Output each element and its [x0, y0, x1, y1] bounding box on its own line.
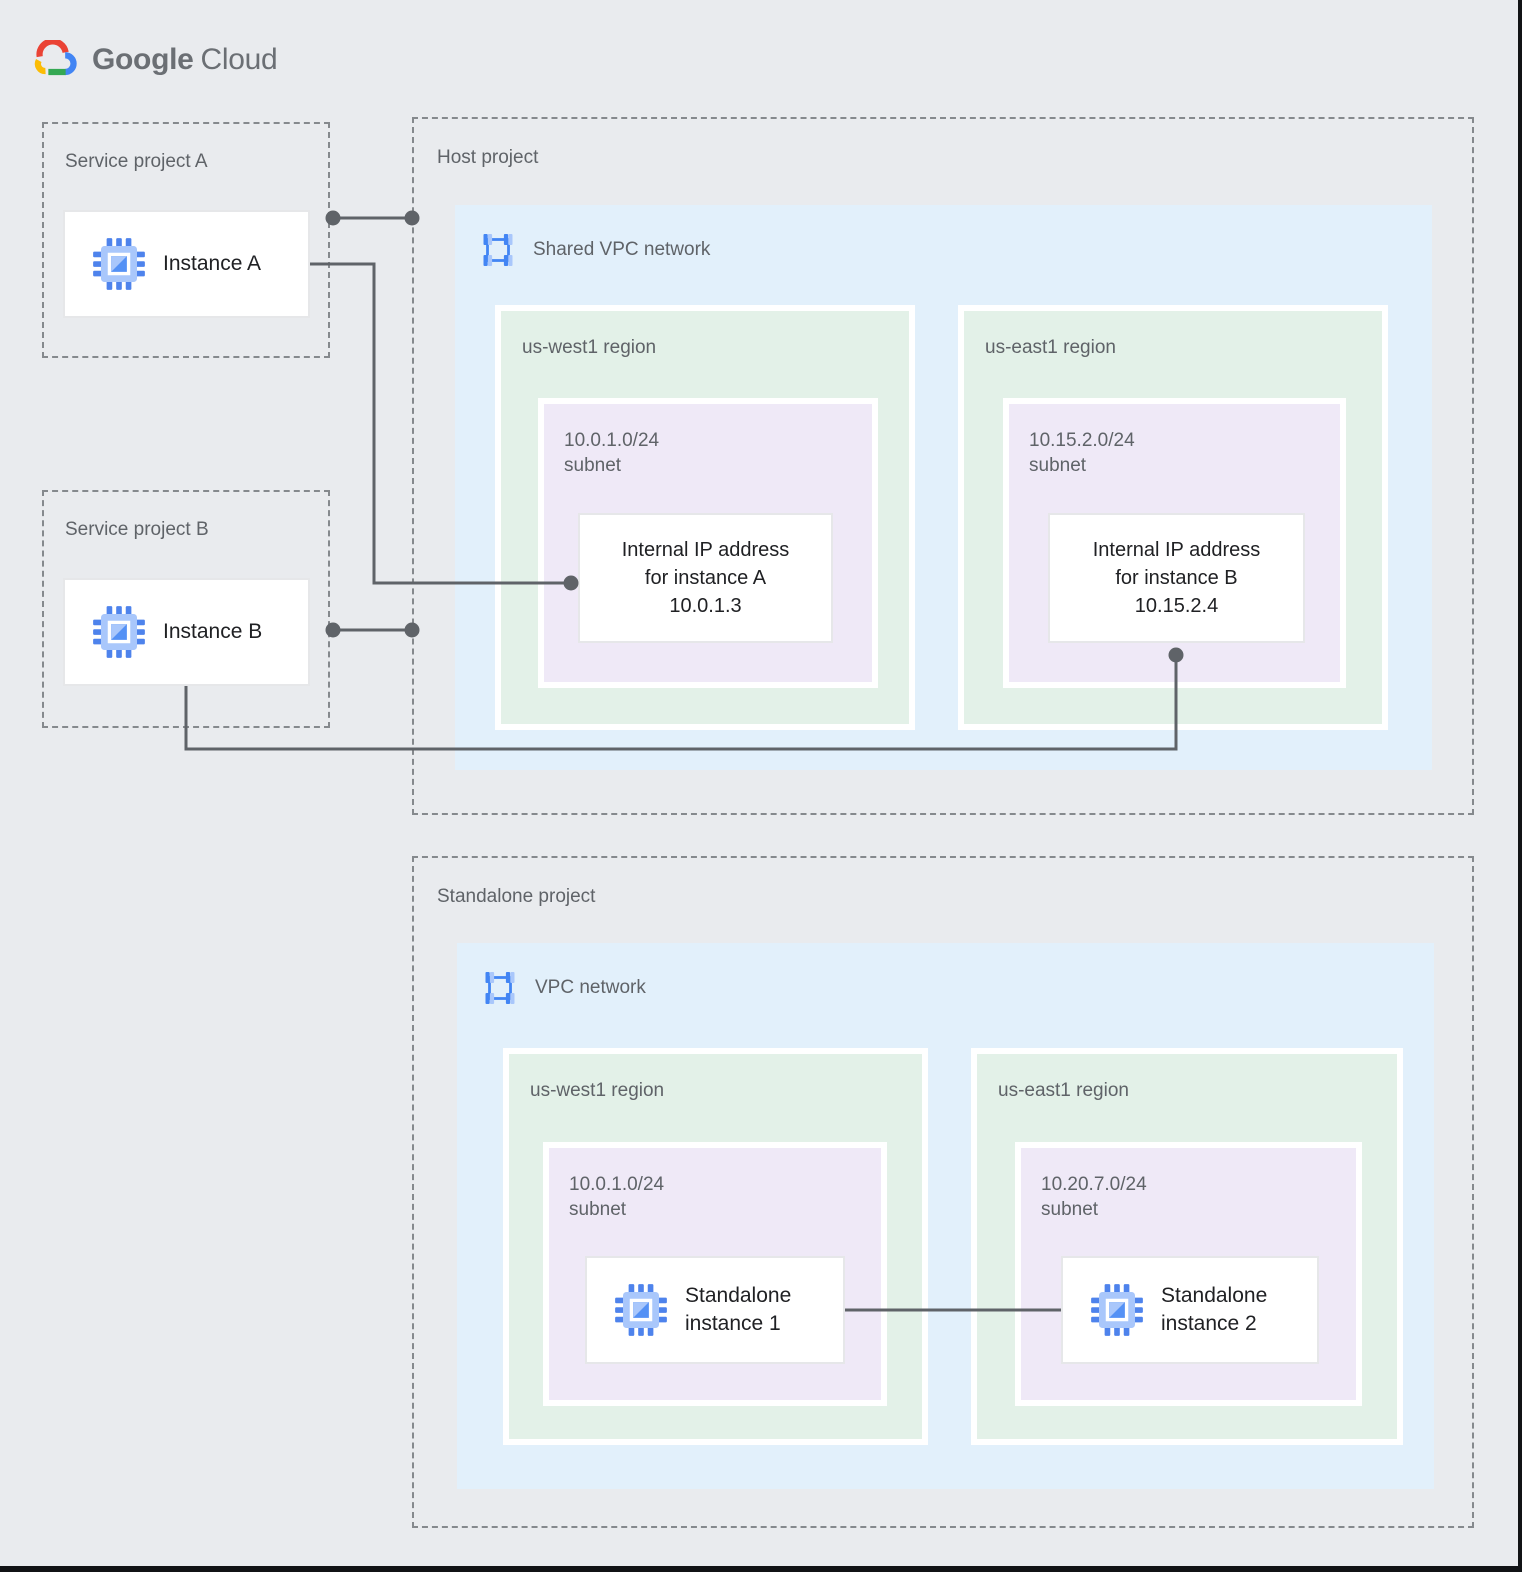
ip-b-line2: for instance B [1115, 567, 1238, 589]
standalone-instance-2-line2: instance 2 [1161, 1312, 1257, 1335]
standalone-instance-2-line1: Standalone [1161, 1284, 1268, 1307]
standalone-east-subnet-word: subnet [1041, 1199, 1099, 1220]
standalone-west-subnet-cidr: 10.0.1.0/24 [569, 1174, 665, 1195]
ip-b-line1: Internal IP address [1092, 539, 1261, 561]
logo-word-google: Google [92, 43, 194, 76]
vpc-network-icon [482, 970, 518, 1006]
standalone-project-box: Standalone project [412, 856, 1474, 1528]
host-east-subnet-cidr: 10.15.2.0/24 [1029, 430, 1135, 451]
host-project-title: Host project [437, 147, 539, 168]
instance-a-label: Instance A [163, 252, 262, 275]
ip-a-line2: for instance A [644, 567, 767, 589]
standalone-instance-1-line2: instance 1 [685, 1312, 781, 1335]
service-project-a-title: Service project A [65, 151, 208, 172]
shared-vpc-network-label: Shared VPC network [533, 239, 711, 260]
compute-instance-icon [1090, 1283, 1144, 1337]
standalone-instance-1-card: Standalone instance 1 [585, 1256, 845, 1364]
standalone-us-west1-region-label: us-west1 region [530, 1080, 665, 1101]
internal-ip-instance-b-card: Internal IP address for instance B 10.15… [1048, 513, 1305, 643]
ip-a-line3: 10.0.1.3 [669, 595, 742, 617]
vpc-network-icon [480, 232, 516, 268]
instance-a-card: Instance A [63, 210, 310, 318]
logo-word-cloud: Cloud [200, 43, 278, 76]
host-us-west1-region-label: us-west1 region [522, 337, 657, 358]
host-west-subnet-word: subnet [564, 455, 622, 476]
standalone-east-subnet-cidr: 10.20.7.0/24 [1041, 1174, 1147, 1195]
instance-b-card: Instance B [63, 578, 310, 686]
compute-instance-icon [92, 237, 146, 291]
standalone-west-subnet-word: subnet [569, 1199, 627, 1220]
standalone-us-east1-region-label: us-east1 region [998, 1080, 1129, 1101]
ip-b-line3: 10.15.2.4 [1134, 595, 1219, 617]
ip-a-line1: Internal IP address [621, 539, 790, 561]
instance-b-label: Instance B [163, 620, 263, 643]
host-us-east1-region-label: us-east1 region [985, 337, 1116, 358]
host-west-subnet-cidr: 10.0.1.0/24 [564, 430, 660, 451]
standalone-project-title: Standalone project [437, 886, 596, 907]
standalone-instance-2-card: Standalone instance 2 [1061, 1256, 1319, 1364]
compute-instance-icon [92, 605, 146, 659]
compute-instance-icon [614, 1283, 668, 1337]
screenshot-edge-right [1518, 0, 1522, 1572]
vpc-network-label: VPC network [535, 977, 646, 998]
standalone-instance-1-line1: Standalone [685, 1284, 792, 1307]
google-cloud-logo-icon [33, 40, 81, 80]
service-project-b-title: Service project B [65, 519, 209, 540]
service-project-a-box: Service project A [42, 122, 330, 358]
screenshot-edge-bottom [0, 1566, 1522, 1572]
internal-ip-instance-a-card: Internal IP address for instance A 10.0.… [578, 513, 833, 643]
host-east-subnet-word: subnet [1029, 455, 1087, 476]
